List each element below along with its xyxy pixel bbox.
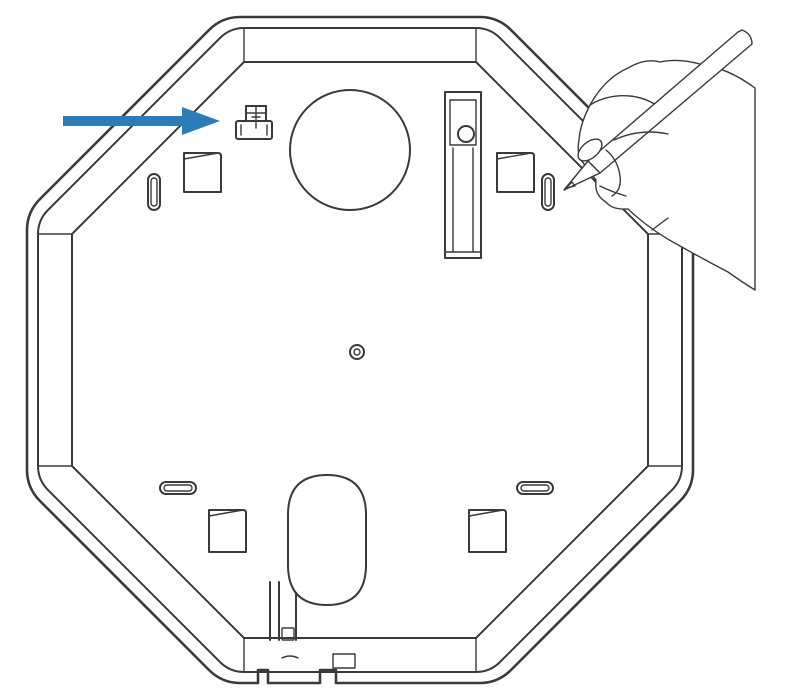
mounting-clip-bottom-right (468, 509, 507, 553)
bottom-latch (269, 581, 356, 669)
hand-with-pencil (563, 29, 756, 291)
mounting-clip-bottom-left (208, 509, 247, 553)
callout-arrow (63, 107, 220, 135)
cable-entry-knockout (287, 474, 367, 606)
center-screw-hole (349, 344, 365, 360)
mounting-clip-top-left (183, 152, 222, 193)
center-cutout-circle (289, 89, 411, 211)
pencil-icon (563, 29, 753, 191)
mounting-slot-top-right (541, 173, 555, 211)
wire-channel (444, 91, 482, 259)
mounting-slot-bottom-left (159, 481, 197, 495)
tamper-switch-screw (235, 105, 273, 140)
mounting-slot-bottom-right (516, 481, 554, 495)
arrow-icon (63, 107, 220, 135)
mounting-slot-top-left (147, 173, 161, 211)
mounting-clip-top-right (496, 152, 535, 193)
hand-icon (577, 59, 756, 291)
